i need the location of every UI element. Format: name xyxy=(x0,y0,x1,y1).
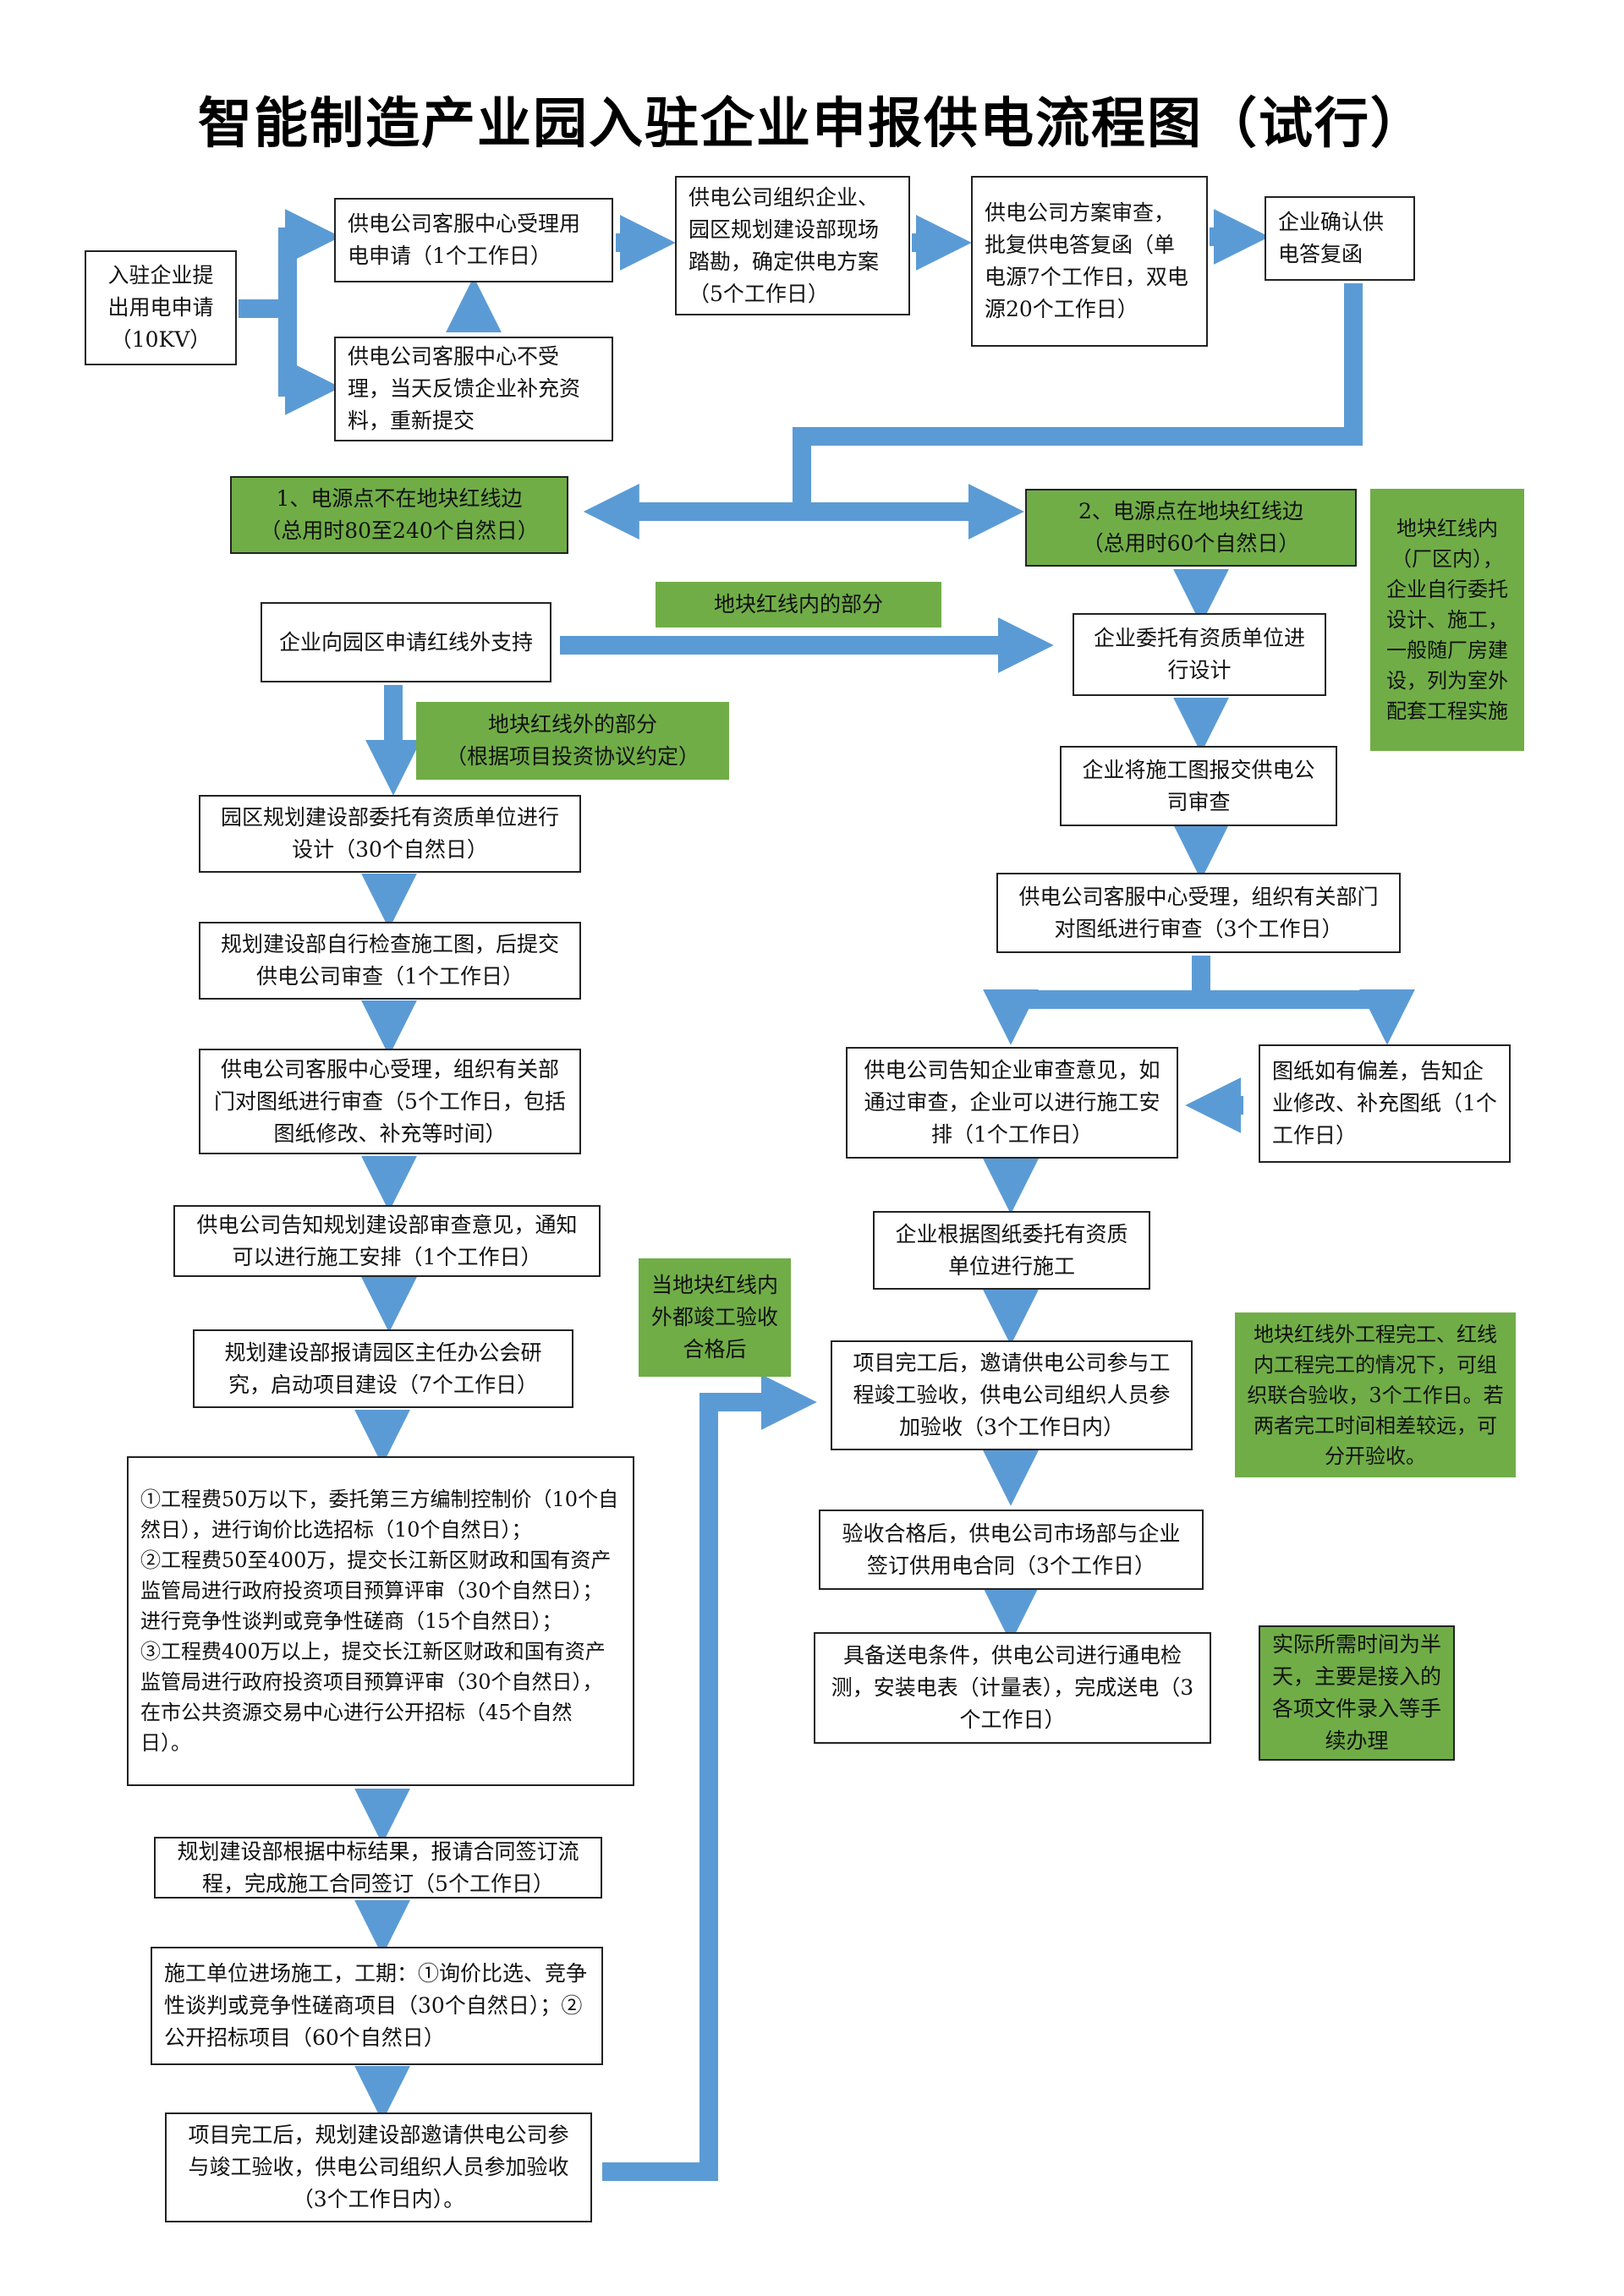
box-r4: 供电公司告知企业审查意见，如通过审查，企业可以进行施工安排（1个工作日） xyxy=(846,1047,1178,1159)
arrow-apply-reject xyxy=(278,309,341,415)
note-both-done: 当地块红线内外都竣工验收合格后 xyxy=(639,1258,791,1377)
box-approve: 供电公司方案审查，批复供电答复函（单电源7个工作日，双电源20个工作日） xyxy=(971,176,1208,347)
box-survey: 供电公司组织企业、园区规划建设部现场踏勘，确定供电方案（5个工作日） xyxy=(675,176,910,315)
arrow-confirm-down xyxy=(793,283,1363,510)
box-reject: 供电公司客服中心不受理，当天反馈企业补充资料，重新提交 xyxy=(334,337,613,441)
box-r9: 具备送电条件，供电公司进行通电检测，安装电表（计量表），完成送电（3个工作日） xyxy=(814,1632,1211,1744)
box-l5: 供电公司告知规划建设部审查意见，通知可以进行施工安排（1个工作日） xyxy=(173,1205,601,1277)
box-l9: 施工单位进场施工，工期：①询价比选、竞争性谈判或竞争性磋商项目（30个自然日）；… xyxy=(151,1947,603,2065)
arrow-r3-r5 xyxy=(1201,989,1415,1045)
note-inside-redline: 地块红线内（厂区内），企业自行委托设计、施工，一般随厂房建设，列为室外配套工程实… xyxy=(1370,489,1524,751)
box-r8: 验收合格后，供电公司市场部与企业签订供用电合同（3个工作日） xyxy=(819,1510,1204,1590)
arrow-l10-r7 xyxy=(602,1374,817,2181)
box-l6: 规划建设部报请园区主任办公会研究，启动项目建设（7个工作日） xyxy=(193,1329,573,1408)
box-l4: 供电公司客服中心受理，组织有关部门对图纸进行审查（5个工作日，包括图纸修改、补充… xyxy=(199,1049,581,1154)
box-r3: 供电公司客服中心受理，组织有关部门对图纸进行审查（3个工作日） xyxy=(996,873,1401,953)
box-l1: 企业向园区申请红线外支持 xyxy=(261,602,551,682)
box-l7: ①工程费50万以下，委托第三方编制控制价（10个自然日），进行询价比选招标（10… xyxy=(127,1456,634,1786)
box-l8: 规划建设部根据中标结果，报请合同签订流程，完成施工合同签订（5个工作日） xyxy=(154,1837,602,1899)
arrow-r3-branch xyxy=(983,956,1210,1045)
note-joint-acceptance: 地块红线外工程完工、红线内工程完工的情况下，可组织联合验收，3个工作日。若两者完… xyxy=(1235,1312,1516,1477)
label-outer-part: 地块红线外的部分 （根据项目投资协议约定） xyxy=(416,702,729,780)
box-r1: 企业委托有资质单位进行设计 xyxy=(1073,613,1326,696)
box-r7: 项目完工后，邀请供电公司参与工程竣工验收，供电公司组织人员参加验收（3个工作日内… xyxy=(831,1340,1193,1450)
box-accept: 供电公司客服中心受理用电申请（1个工作日） xyxy=(334,198,613,282)
box-r2: 企业将施工图报交供电公司审查 xyxy=(1060,746,1337,826)
arrow-apply-branch xyxy=(239,209,341,318)
box-confirm: 企业确认供电答复函 xyxy=(1265,196,1415,281)
box-r5: 图纸如有偏差，告知企业修改、补充图纸（1个工作日） xyxy=(1259,1044,1511,1163)
box-l10: 项目完工后，规划建设部邀请供电公司参与竣工验收，供电公司组织人员参加验收（3个工… xyxy=(165,2112,592,2222)
page-title: 智能制造产业园入驻企业申报供电流程图（试行） xyxy=(198,93,1426,156)
box-l3: 规划建设部自行检查施工图，后提交供电公司审查（1个工作日） xyxy=(199,922,581,1000)
label-inner-part: 地块红线内的部分 xyxy=(656,582,941,627)
note-actual-time: 实际所需时间为半天，主要是接入的各项文件录入等手续办理 xyxy=(1259,1625,1455,1761)
box-r6: 企业根据图纸委托有资质单位进行施工 xyxy=(873,1211,1150,1290)
box-case2: 2、电源点在地块红线边 （总用时60个自然日） xyxy=(1025,489,1357,567)
box-case1: 1、电源点不在地块红线边 （总用时80至240个自然日） xyxy=(230,476,568,554)
box-l2: 园区规划建设部委托有资质单位进行设计（30个自然日） xyxy=(199,795,581,873)
box-apply: 入驻企业提出用电申请（10KV） xyxy=(85,250,237,365)
